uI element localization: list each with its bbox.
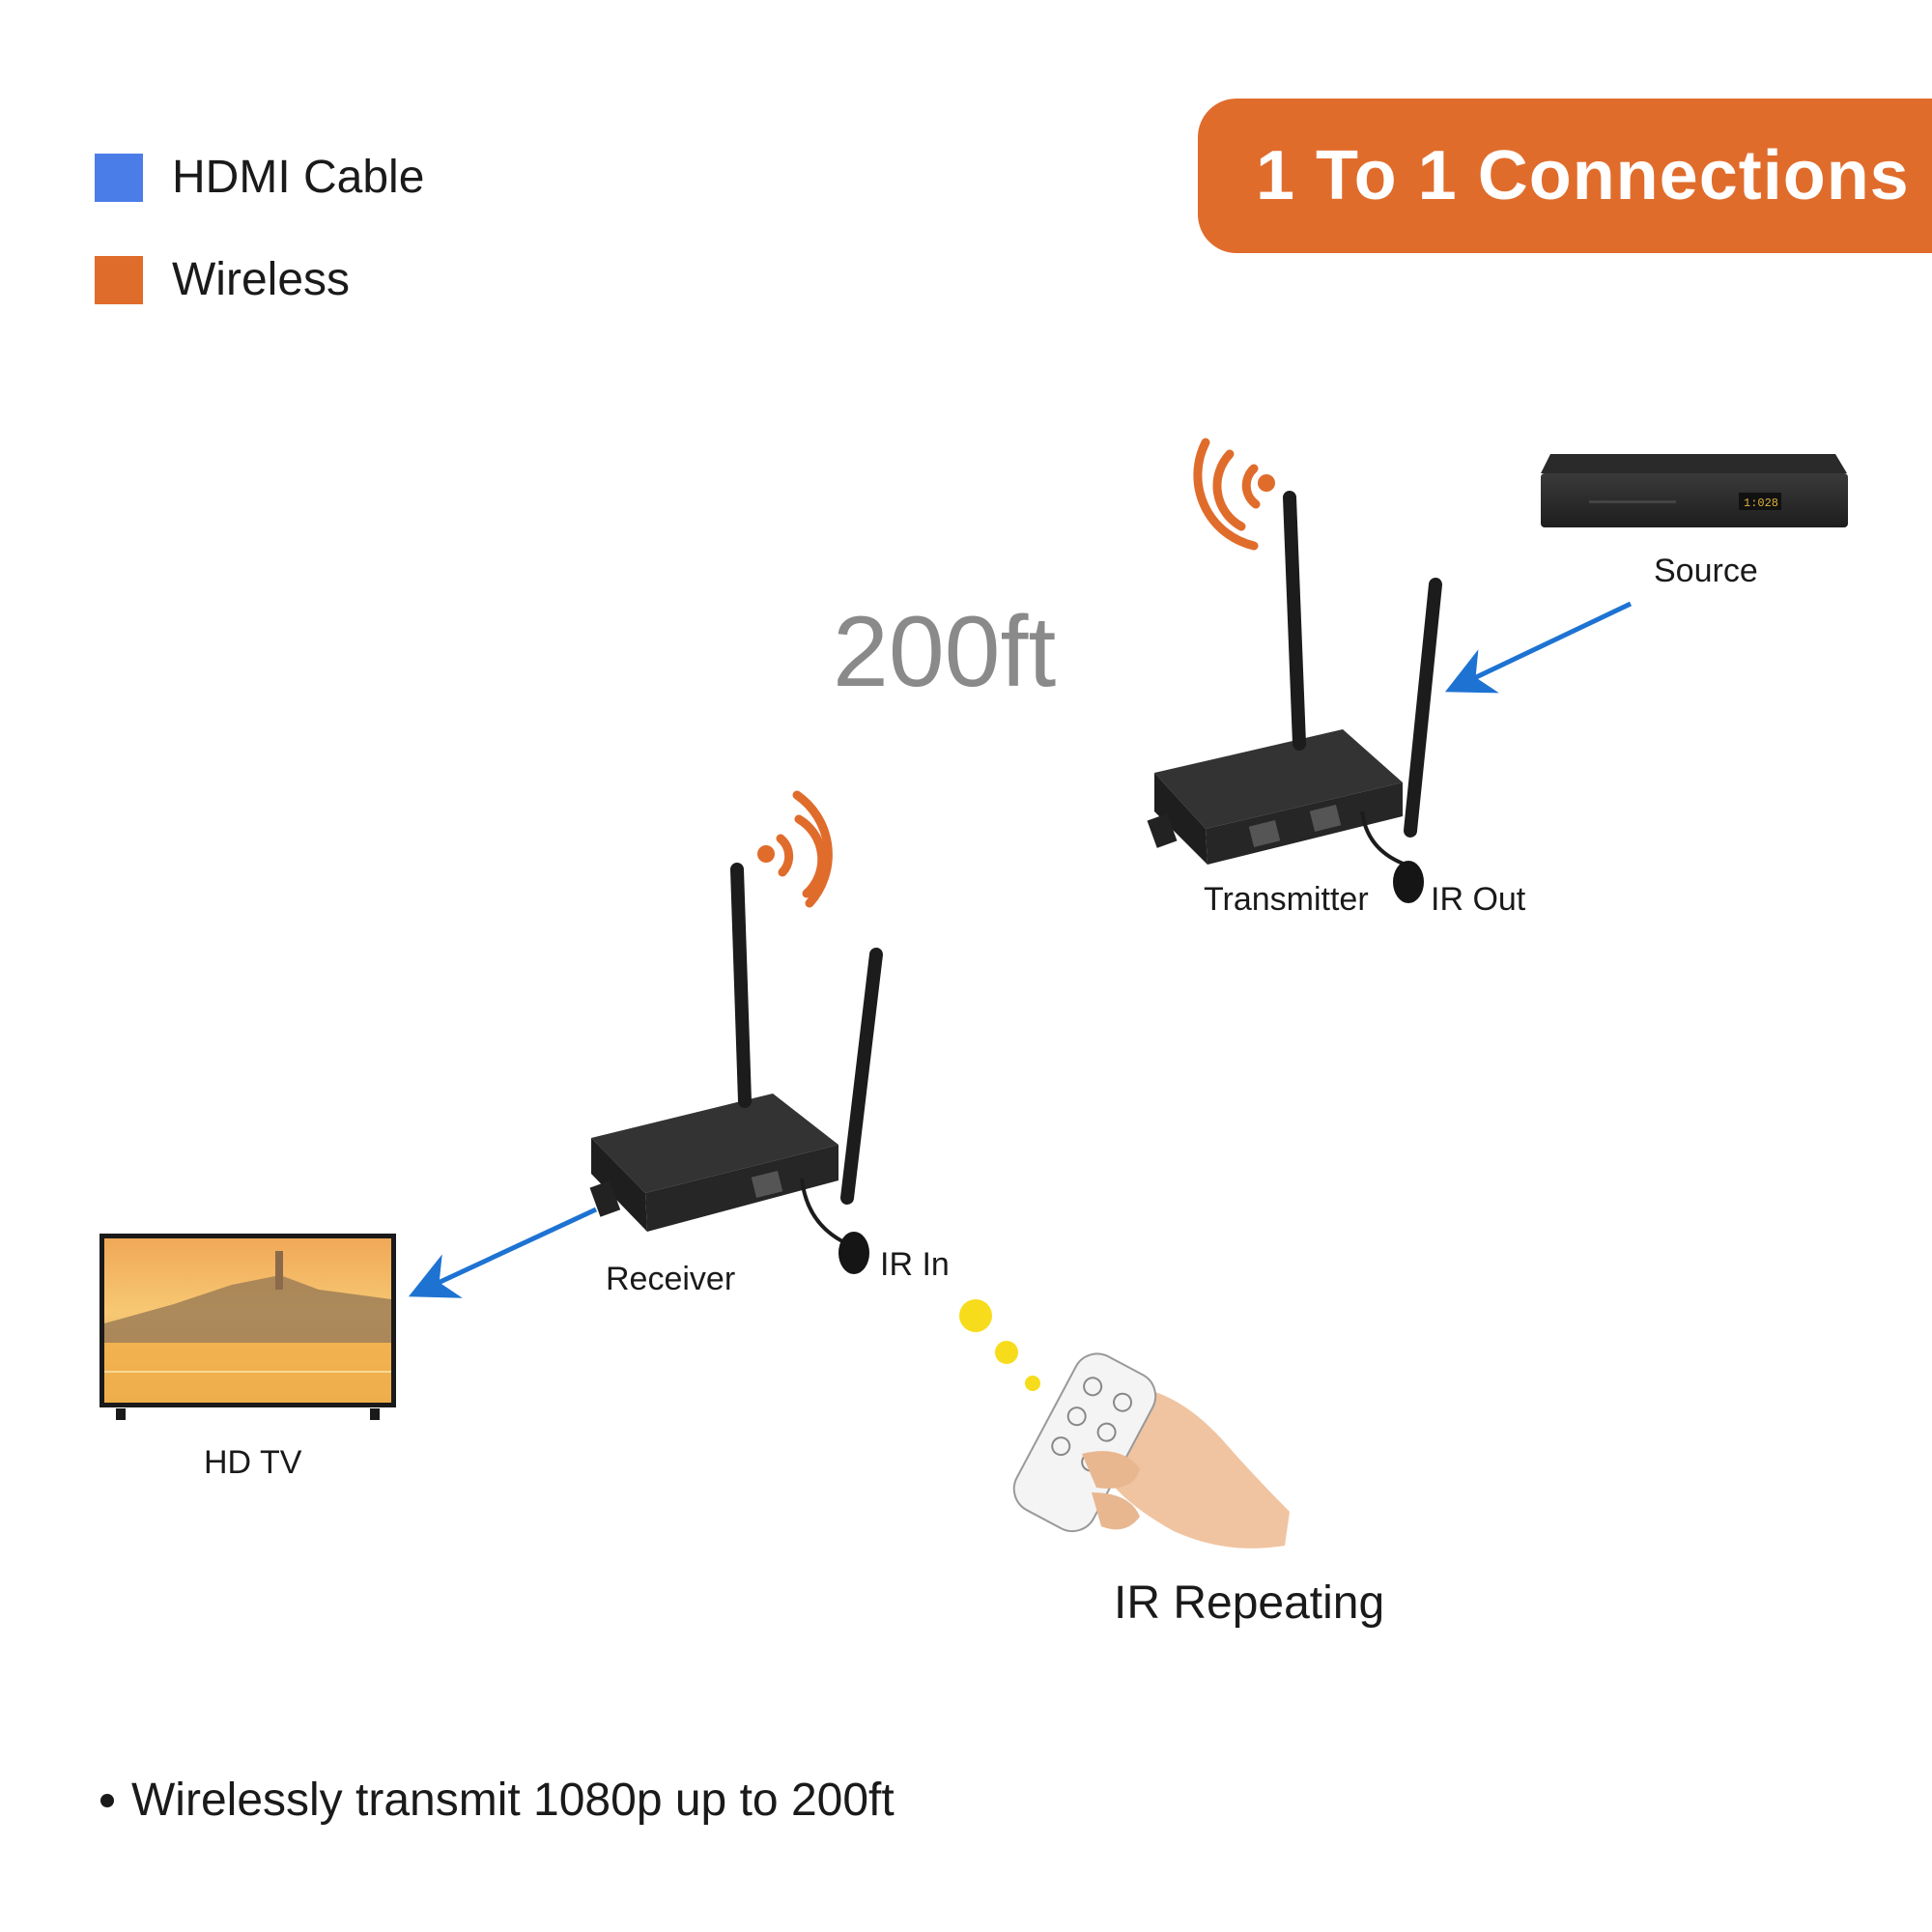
legend-item-hdmi: HDMI Cable bbox=[95, 151, 424, 204]
receiver-label: Receiver bbox=[606, 1261, 736, 1297]
hdmi-arrow-source bbox=[1444, 601, 1633, 694]
feature-bullet: Wirelessly transmit 1080p up to 200ft bbox=[100, 1774, 895, 1827]
ir-repeating-caption: IR Repeating bbox=[1114, 1577, 1385, 1629]
legend-item-wireless: Wireless bbox=[95, 253, 350, 306]
wireless-signal-icon-receiver bbox=[757, 790, 833, 908]
legend-label-wireless: Wireless bbox=[172, 254, 351, 305]
hdmi-arrow-tv bbox=[408, 1207, 598, 1298]
bullet-dot-icon bbox=[100, 1793, 114, 1807]
title-banner: 1 To 1 Connections bbox=[1198, 99, 1932, 253]
distance-label: 200ft bbox=[833, 596, 1057, 708]
legend-swatch-hdmi bbox=[95, 153, 143, 202]
ir-in-label: IR In bbox=[880, 1246, 950, 1283]
ir-out-label: IR Out bbox=[1431, 881, 1526, 918]
wireless-signal-icon-transmitter bbox=[1193, 438, 1275, 551]
svg-text:1:028: 1:028 bbox=[1744, 497, 1778, 510]
transmitter-device-icon bbox=[1147, 491, 1442, 903]
remote-control-icon bbox=[1012, 1352, 1290, 1548]
ir-signal-dots bbox=[959, 1299, 1040, 1391]
transmitter-label: Transmitter bbox=[1204, 881, 1369, 918]
legend-swatch-wireless bbox=[95, 255, 143, 304]
receiver-device-icon bbox=[589, 863, 883, 1274]
feature-text: Wirelessly transmit 1080p up to 200ft bbox=[131, 1775, 895, 1826]
tv-label: HD TV bbox=[204, 1444, 302, 1481]
tv-icon bbox=[99, 1234, 396, 1420]
legend-label-hdmi: HDMI Cable bbox=[172, 152, 425, 203]
source-player-icon: 1:028 bbox=[1541, 454, 1848, 527]
page-title: 1 To 1 Connections bbox=[1256, 137, 1910, 214]
source-label: Source bbox=[1654, 553, 1758, 589]
